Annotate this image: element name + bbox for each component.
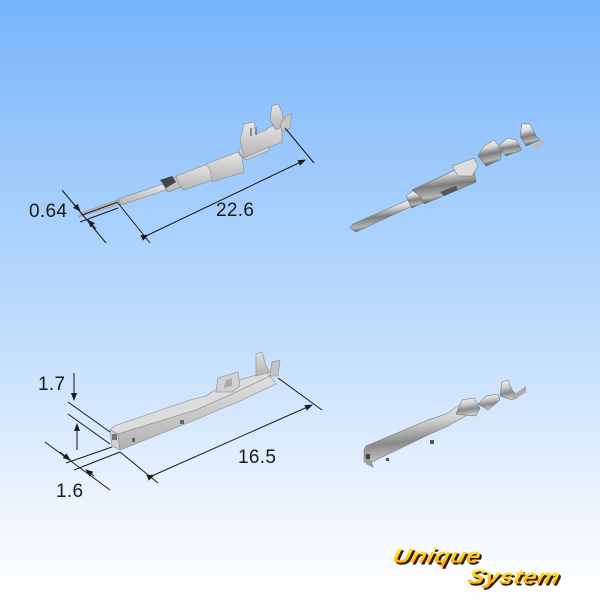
female-terminal-metal bbox=[363, 379, 526, 468]
male-terminal-metal bbox=[349, 123, 546, 233]
logo-line1: Unique bbox=[390, 544, 484, 568]
dimension-label-width: 1.6 bbox=[56, 481, 84, 502]
female-dimension-lines bbox=[44, 373, 323, 491]
dimension-label-female-length: 16.5 bbox=[238, 447, 277, 468]
unique-system-logo: Unique Unique System System bbox=[390, 543, 592, 591]
male-dimension-lines bbox=[61, 127, 315, 244]
dimension-label-pin-width: 0.64 bbox=[29, 201, 68, 222]
logo-line2: System bbox=[465, 565, 563, 589]
dimension-label-height: 1.7 bbox=[38, 374, 66, 395]
dimension-label-male-length: 22.6 bbox=[216, 200, 255, 221]
